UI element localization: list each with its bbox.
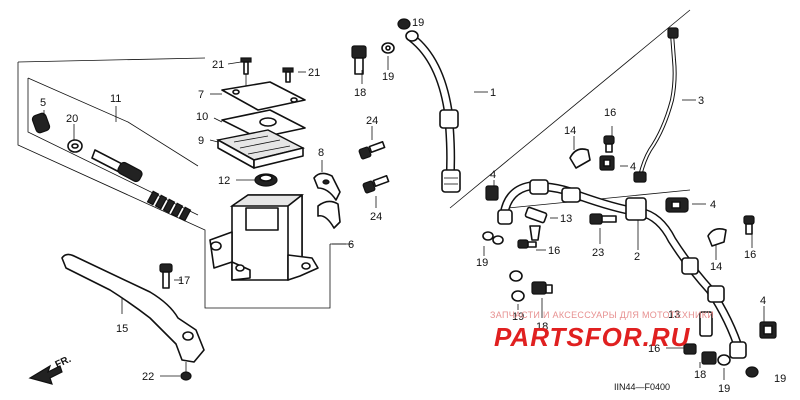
callout-23: 23 xyxy=(592,247,604,259)
callout-20: 20 xyxy=(66,113,78,125)
holder-bracket xyxy=(313,172,341,229)
callout-18: 18 xyxy=(354,87,366,99)
callout-15: 15 xyxy=(116,323,128,335)
callout-4: 4 xyxy=(760,295,766,307)
diaphragm-plate xyxy=(221,109,306,139)
callout-14: 14 xyxy=(710,261,722,273)
hose-clamp-upper xyxy=(599,155,615,171)
diaphragm xyxy=(215,129,305,169)
return-spring xyxy=(146,190,192,222)
callouts: 21 21 7 10 9 12 11 5 20 8 6 17 15 22 19 … xyxy=(40,17,786,395)
pivot-bolt xyxy=(159,263,173,289)
cap-screw-left xyxy=(240,57,252,86)
callout-19: 19 xyxy=(512,311,524,323)
lower-brake-hose xyxy=(497,179,759,378)
master-cylinder-body xyxy=(209,194,319,281)
callout-19: 19 xyxy=(412,17,424,29)
callout-19: 19 xyxy=(774,373,786,385)
hose-guide-upper xyxy=(569,148,591,169)
banjo-bolt-top xyxy=(351,42,395,75)
watermark: ЗАПЧАСТИ И АКСЕССУАРЫ ДЛЯ МОТОТЕХНИКИ PA… xyxy=(490,310,714,352)
stay-bolt-upper xyxy=(603,135,615,153)
callout-21: 21 xyxy=(212,59,224,71)
reservoir-boot xyxy=(254,173,278,187)
callout-22: 22 xyxy=(142,371,154,383)
banjo-bolt-bottom xyxy=(701,351,731,366)
joint-bolt xyxy=(589,213,617,225)
brake-pipe xyxy=(633,27,679,183)
stay-bolt-mid xyxy=(517,239,537,249)
callout-16: 16 xyxy=(604,107,616,119)
callout-24: 24 xyxy=(366,115,378,127)
callout-13: 13 xyxy=(560,213,572,225)
callout-9: 9 xyxy=(198,135,204,147)
callout-14: 14 xyxy=(564,125,576,137)
callout-19: 19 xyxy=(382,71,394,83)
cap-screw-right xyxy=(282,67,294,83)
hose-clamp-right xyxy=(665,197,689,213)
callout-16: 16 xyxy=(744,249,756,261)
hose-stay-lower xyxy=(699,311,713,337)
callout-4: 4 xyxy=(710,199,716,211)
callout-18: 18 xyxy=(536,321,548,333)
hose-clamp-lower xyxy=(759,321,777,339)
holder-bolt-upper xyxy=(358,140,386,160)
stay-bolt-right xyxy=(743,215,755,235)
callout-8: 8 xyxy=(318,147,324,159)
callout-2: 2 xyxy=(634,251,640,263)
hose-guide-right xyxy=(707,228,727,247)
reservoir-cap xyxy=(221,81,306,111)
piston-set xyxy=(31,112,192,222)
watermark-tagline: ЗАПЧАСТИ И АКСЕССУАРЫ ДЛЯ МОТОТЕХНИКИ xyxy=(490,310,714,320)
upper-brake-hose xyxy=(397,18,461,193)
diagram-code: IIN44—F0400 xyxy=(614,382,670,392)
front-direction-marker: FR. xyxy=(28,354,73,385)
callout-5: 5 xyxy=(40,97,46,109)
assembly-frame xyxy=(17,9,691,309)
callout-16: 16 xyxy=(648,343,660,355)
callout-21: 21 xyxy=(308,67,320,79)
callout-11: 11 xyxy=(110,93,121,105)
callout-19: 19 xyxy=(718,383,730,395)
callout-12: 12 xyxy=(218,175,230,187)
callout-4: 4 xyxy=(490,169,496,181)
callout-24: 24 xyxy=(370,211,382,223)
hose-clamp-left xyxy=(485,185,499,201)
stay-bolt-lower xyxy=(683,343,697,355)
hose-stay-upper xyxy=(524,206,548,241)
callout-10: 10 xyxy=(196,111,208,123)
callout-4: 4 xyxy=(630,161,636,173)
banjo-bolt-mid xyxy=(482,231,553,302)
callout-13: 13 xyxy=(668,309,680,321)
callout-19: 19 xyxy=(476,257,488,269)
leader-lines xyxy=(43,56,765,380)
callout-16: 16 xyxy=(548,245,560,257)
brake-lever xyxy=(61,253,205,381)
watermark-logo: PARTSFOR.RU xyxy=(494,322,691,352)
callout-6: 6 xyxy=(348,239,354,251)
callout-7: 7 xyxy=(198,89,204,101)
callout-18: 18 xyxy=(694,369,706,381)
callout-17: 17 xyxy=(178,275,190,287)
callout-3: 3 xyxy=(698,95,704,107)
callout-1: 1 xyxy=(490,87,496,99)
holder-bolt-lower xyxy=(362,174,390,194)
front-marker-label: FR. xyxy=(54,354,73,371)
